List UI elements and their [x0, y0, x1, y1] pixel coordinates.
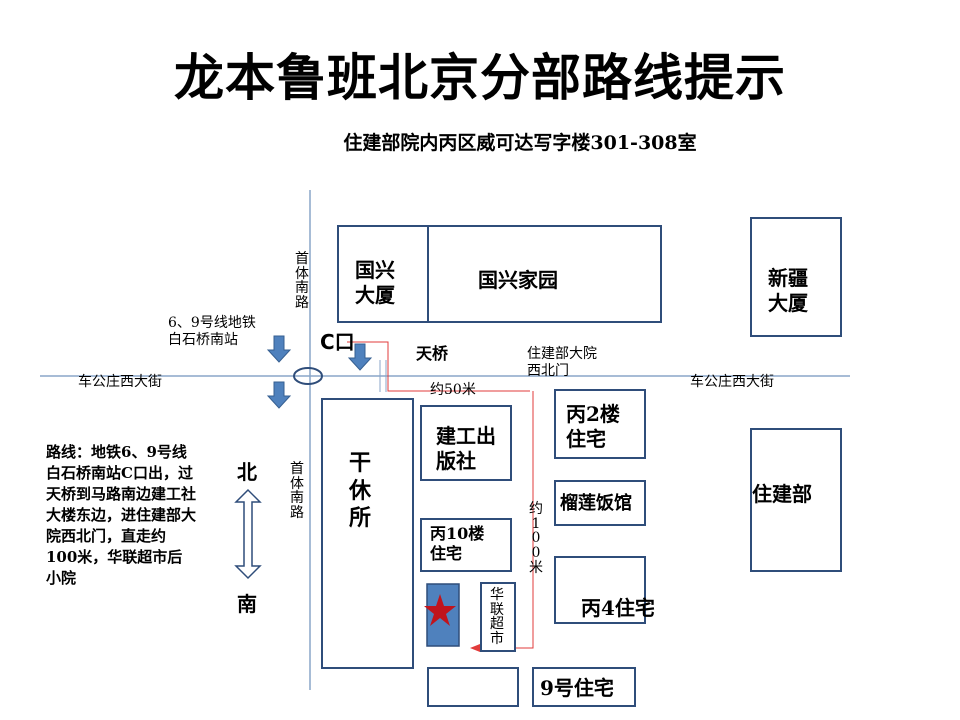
label-dist-100: 约100米	[529, 501, 543, 576]
metro-station-circle	[293, 367, 323, 385]
label-ganxiusuo: 干休所	[349, 450, 372, 531]
down-arrow-icon	[347, 343, 373, 371]
label-street-right: 车公庄西大街	[690, 374, 774, 390]
label-bing10: 丙10楼住宅	[430, 524, 485, 563]
down-arrow-icon	[266, 335, 292, 363]
north-south-arrow-icon	[234, 488, 262, 580]
label-subway-station: 6、9号线地铁白石桥南站	[168, 315, 256, 348]
label-guoxing-jiayuan: 国兴家园	[478, 268, 558, 292]
address-subtitle: 住建部院内丙区威可达写字楼301-308室	[343, 132, 697, 154]
building-huanlian	[480, 582, 516, 652]
label-bridge: 天桥	[416, 344, 449, 363]
label-road-lower: 首体南路	[290, 461, 304, 522]
label-bing4: 丙4住宅	[581, 596, 655, 620]
building-xinjiang	[750, 217, 842, 337]
building-bottom-empty	[427, 667, 519, 707]
label-zhujianbu: 住建部	[752, 482, 812, 506]
building-no9	[532, 667, 636, 707]
label-bing2: 丙2楼住宅	[566, 402, 620, 451]
label-jiangong: 建工出版社	[436, 424, 496, 473]
building-bing10	[420, 518, 512, 572]
building-bing4	[554, 556, 646, 624]
label-no9: 9号住宅	[540, 676, 614, 700]
page-title: 龙本鲁班北京分部路线提示	[174, 49, 786, 107]
building-liulian	[554, 480, 646, 526]
label-street-left: 车公庄西大街	[78, 374, 162, 390]
label-dist-50: 约50米	[430, 382, 476, 398]
label-road-upper: 首体南路	[295, 251, 309, 312]
building-ganxiusuo	[321, 398, 414, 669]
route-arrowhead-icon	[470, 644, 480, 652]
building-guoxing-jiayuan	[427, 225, 662, 323]
label-huanlian: 华联超市	[490, 587, 504, 648]
down-arrow-icon	[266, 381, 292, 409]
building-jiangong	[420, 405, 512, 481]
building-bing2	[554, 389, 646, 459]
label-xinjiang: 新疆大厦	[768, 266, 808, 315]
label-guoxing-dasha: 国兴大厦	[355, 258, 395, 307]
label-gate: 住建部大院西北门	[527, 346, 597, 379]
label-south: 南	[237, 592, 257, 616]
star-icon	[424, 594, 456, 626]
label-liulian: 榴莲饭馆	[560, 493, 632, 514]
building-guoxing-dasha	[337, 225, 429, 323]
label-north: 北	[237, 460, 257, 484]
building-zhujianbu	[750, 428, 842, 572]
label-exit-c: C口	[320, 330, 355, 354]
route-description: 路线：地铁6、9号线白石桥南站C口出，过天桥到马路南边建工社大楼东边，进住建部大…	[46, 443, 197, 587]
